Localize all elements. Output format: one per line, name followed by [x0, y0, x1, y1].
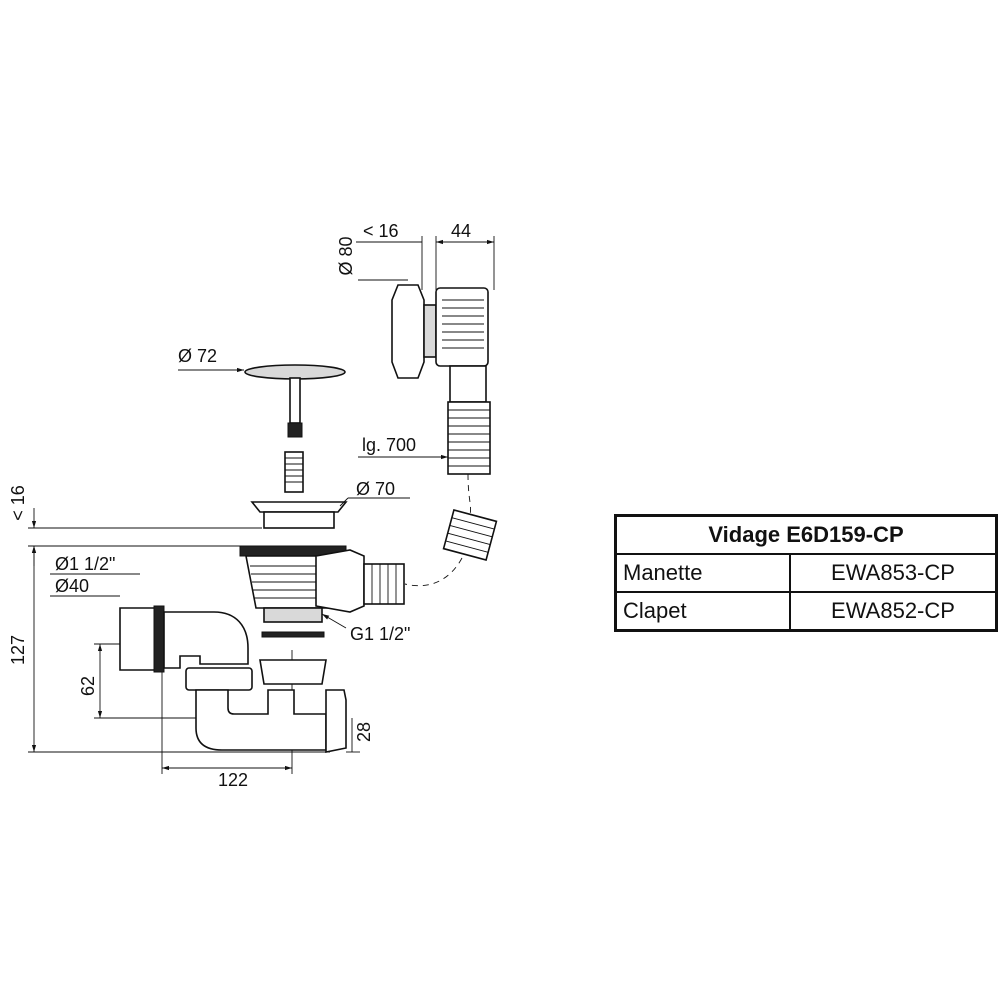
table-cell-code: EWA853-CP	[789, 553, 998, 593]
plug-stem-end	[287, 422, 303, 438]
drain-flange	[250, 501, 348, 513]
plug-screw-threads	[285, 457, 303, 483]
overflow-outlet	[449, 365, 487, 403]
table-row: Manette EWA853-CP	[614, 553, 998, 593]
body-thread	[263, 607, 323, 623]
label-d40: Ø40	[55, 576, 89, 596]
table-title: Vidage E6D159-CP	[614, 514, 998, 555]
table-cell-code: EWA852-CP	[789, 591, 998, 632]
plug-stem	[289, 377, 301, 424]
label-lg700: lg. 700	[362, 435, 416, 455]
table-cell-name: Manette	[614, 553, 791, 593]
label-28: 28	[354, 722, 374, 742]
body-gasket	[261, 631, 325, 638]
label-g1-1-2: G1 1/2"	[350, 624, 410, 644]
dim-leader-g1	[321, 613, 347, 629]
waste-body	[239, 545, 405, 638]
label-d80: Ø 80	[336, 236, 356, 275]
trap	[119, 605, 347, 753]
trap-u-bend	[195, 689, 327, 751]
hose-lower	[442, 509, 498, 561]
dimension-labels: Ø 80 < 16 44 Ø 72 lg. 700 Ø 70 < 16 Ø1 1…	[8, 221, 471, 790]
label-62: 62	[78, 676, 98, 696]
overflow-handle	[356, 236, 498, 587]
trap-inlet-cap	[119, 607, 159, 671]
label-lt16-top: < 16	[363, 221, 399, 241]
plug-assembly	[178, 364, 410, 529]
table-cell-name: Clapet	[614, 591, 791, 632]
label-d1-1-2: Ø1 1/2"	[55, 554, 115, 574]
trap-inlet-gasket	[153, 605, 165, 673]
label-44: 44	[451, 221, 471, 241]
label-lt16-left: < 16	[8, 485, 28, 521]
hose-dashed-2	[404, 557, 463, 587]
trap-outlet-nut	[325, 689, 347, 753]
inlet-threads	[371, 564, 397, 604]
trap-elbow	[163, 611, 249, 669]
table-row: Clapet EWA852-CP	[614, 591, 998, 632]
label-d70: Ø 70	[356, 479, 395, 499]
overflow-inlet	[363, 563, 405, 605]
label-122: 122	[218, 770, 248, 790]
label-127: 127	[8, 635, 28, 665]
body-side-port	[315, 549, 365, 613]
hose-dashed-1	[467, 473, 471, 516]
hose-upper-ribs	[448, 409, 490, 467]
handle-collar	[423, 304, 437, 358]
hose-upper	[447, 401, 491, 475]
table-header-row: Vidage E6D159-CP	[614, 514, 998, 555]
overflow-ribs	[442, 299, 484, 349]
label-d72: Ø 72	[178, 346, 217, 366]
reference-table: Vidage E6D159-CP Manette EWA853-CP Clape…	[614, 514, 998, 632]
handle-knob	[391, 284, 425, 379]
trap-nut	[185, 667, 253, 691]
dim-leader-d70	[339, 497, 349, 507]
flange-neck	[263, 511, 335, 529]
plug-cap	[244, 364, 346, 380]
trap-connector	[259, 659, 327, 685]
